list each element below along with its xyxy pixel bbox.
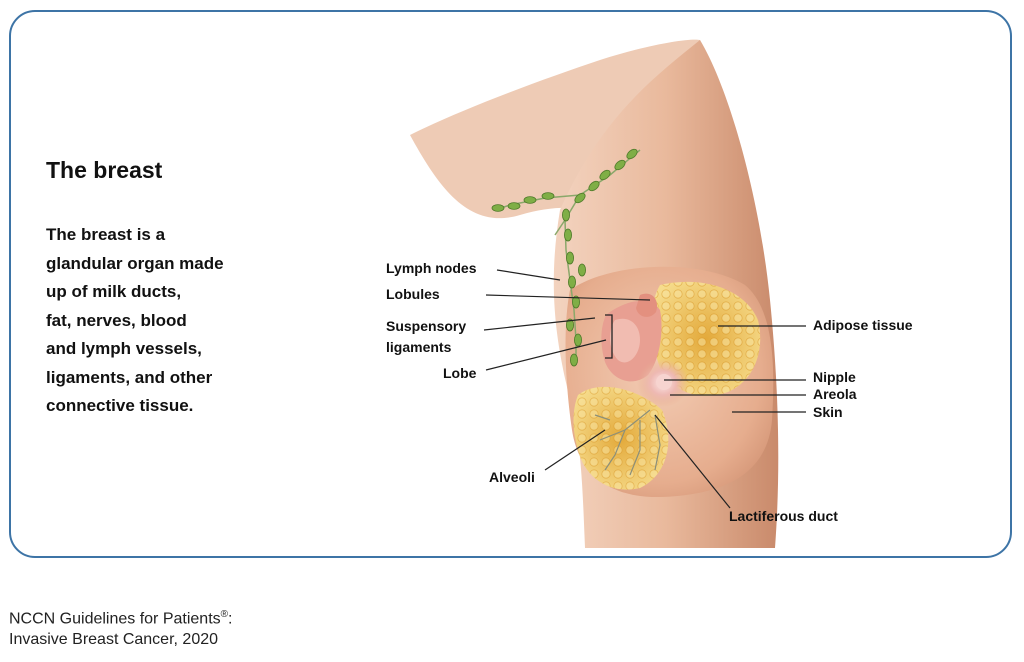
panel-description: The breast is a glandular organ made up …: [46, 225, 224, 415]
citation-title: NCCN Guidelines for Patients: [9, 610, 221, 628]
lymph-node-icons: [491, 148, 638, 367]
panel-title: The breast: [46, 157, 163, 183]
source-citation: NCCN Guidelines for Patients®: Invasive …: [9, 604, 232, 650]
alveoli-branches: [594, 409, 661, 476]
diagram-panel: [9, 10, 1012, 558]
label-alveoli: Alveoli: [489, 469, 535, 485]
label-skin: Skin: [813, 404, 843, 420]
label-nipple: Nipple: [813, 369, 856, 385]
label-lactiferous-duct: Lactiferous duct: [729, 508, 838, 524]
registered-mark: ®: [220, 609, 229, 620]
nipple-shape: [656, 374, 672, 390]
label-adipose-tissue: Adipose tissue: [813, 317, 913, 333]
label-suspensory-ligaments: Suspensory ligaments: [386, 318, 467, 355]
leader-lines: [483, 269, 806, 509]
label-areola: Areola: [813, 386, 857, 402]
citation-colon: :: [228, 610, 233, 628]
label-lobe: Lobe: [443, 365, 477, 381]
label-lobules: Lobules: [386, 286, 440, 302]
citation-subtitle: Invasive Breast Cancer, 2020: [9, 631, 219, 649]
label-lymph-nodes: Lymph nodes: [386, 260, 477, 276]
